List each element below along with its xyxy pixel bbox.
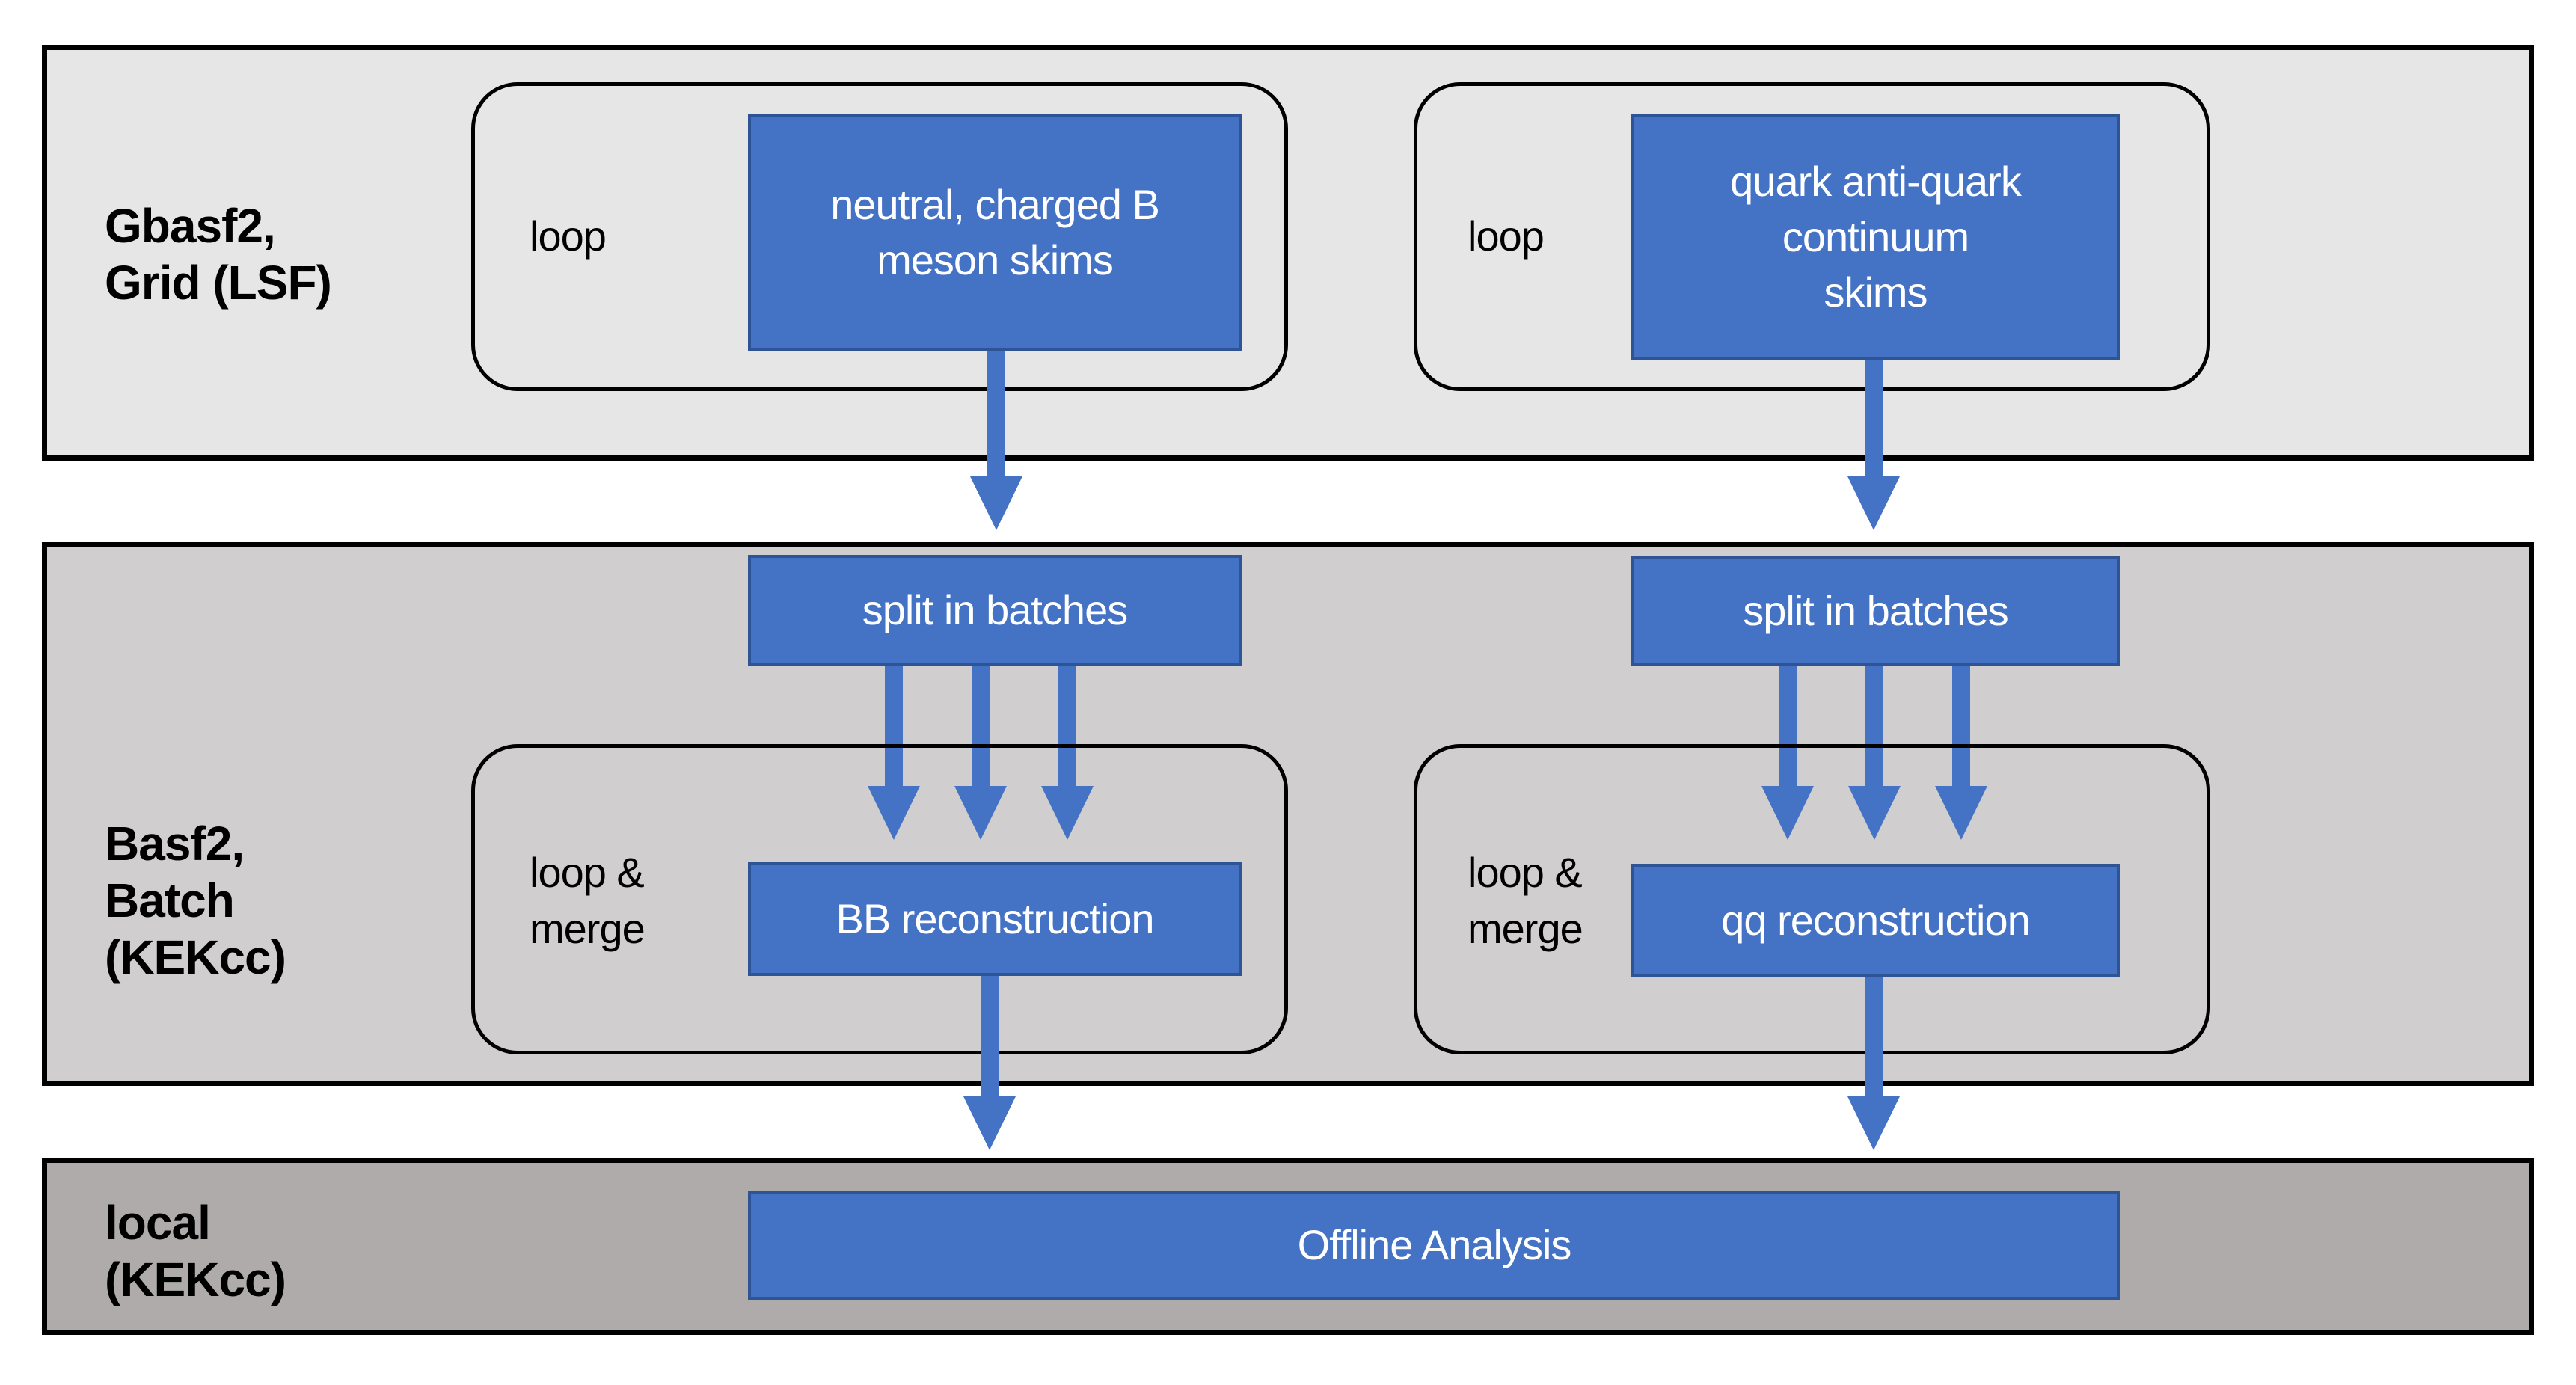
box-bb-reconstruction: BB reconstruction [748,862,1242,976]
loop-container-qq-reco [1414,744,2210,1054]
down-arrow-icon [954,666,1007,840]
box-split-batches-right: split in batches [1631,556,2120,666]
box-bmeson-skims: neutral, charged B meson skims [748,114,1242,351]
box-split-batches-left: split in batches [748,555,1242,666]
box-offline-analysis-label: Offline Analysis [1297,1221,1572,1268]
box-qq-reconstruction-label: qq reconstruction [1721,897,2031,944]
box-continuum-skims-line3: skims [1824,268,1928,316]
band-batch-label-line1: Basf2, [105,817,245,870]
band-batch-label-line3: (KEKcc) [105,930,286,984]
box-bb-reconstruction-label: BB reconstruction [835,895,1155,942]
band-grid-label-line2: Grid (LSF) [105,256,332,310]
down-arrow-icon [1935,666,1987,840]
band-local-label-line1: local [105,1196,211,1250]
down-arrow-icon [970,351,1022,530]
loop-merge-label-left-line2: merge [530,905,645,952]
box-bmeson-skims-line1: neutral, charged B [830,181,1160,228]
loop-merge-label-left-line1: loop & [530,849,645,896]
down-arrow-icon [963,976,1016,1150]
loop-merge-label-right-line2: merge [1468,905,1583,952]
loop-merge-label-left: loop & merge [530,844,645,956]
band-batch-label: Basf2, Batch (KEKcc) [105,815,286,986]
box-continuum-skims: quark anti-quark continuum skims [1631,114,2120,360]
box-bmeson-skims-line2: meson skims [877,236,1114,283]
band-grid-label-line1: Gbasf2, [105,199,276,253]
down-arrow-icon [1041,666,1094,840]
loop-merge-label-right: loop & merge [1468,844,1583,956]
box-qq-reconstruction: qq reconstruction [1631,864,2120,977]
loop-label-bmeson: loop [530,212,607,260]
down-arrow-icon [1847,977,1900,1150]
loop-container-bmeson [471,82,1288,391]
box-continuum-skims-line2: continuum [1782,213,1969,260]
loop-merge-label-right-line1: loop & [1468,849,1583,896]
down-arrow-icon [1761,666,1814,840]
band-batch-label-line2: Batch [105,873,235,927]
box-split-batches-right-label: split in batches [1743,587,2008,634]
down-arrow-icon [1847,360,1900,530]
loop-label-continuum: loop [1468,212,1545,260]
loop-container-continuum [1414,82,2210,391]
box-offline-analysis: Offline Analysis [748,1191,2120,1300]
band-local-label: local (KEKcc) [105,1194,286,1308]
down-arrow-icon [1848,666,1901,840]
down-arrow-icon [868,666,920,840]
box-continuum-skims-line1: quark anti-quark [1730,158,2022,205]
box-split-batches-left-label: split in batches [862,586,1128,633]
band-grid-label: Gbasf2, Grid (LSF) [105,197,332,311]
loop-container-bb-reco [471,744,1288,1054]
band-local-label-line2: (KEKcc) [105,1253,286,1306]
